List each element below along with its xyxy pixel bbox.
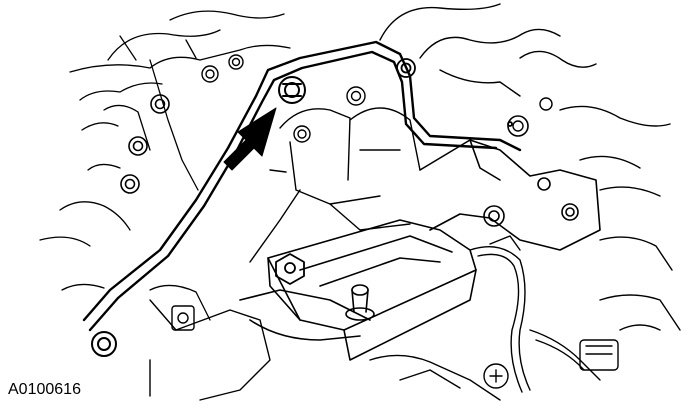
bolt-left-top [201,54,244,83]
module-bolt-left [275,253,305,285]
bolt-left-upper [150,94,170,114]
control-module [239,219,477,361]
engine-block-left [39,10,291,321]
lower-assembly [149,294,681,401]
bolt-lower-left [91,331,117,357]
module-stud [345,284,375,321]
wiring-harness [469,235,619,393]
bolt-upper-right [396,58,513,127]
bolt-left-lower [120,174,140,194]
figure-reference-code: A0100616 [6,380,83,400]
cover-inner-ribs [249,86,421,263]
target-bolt [278,76,306,104]
mounting-bracket [419,139,601,251]
upper-housing [379,3,673,271]
front-cover-outline [82,40,522,332]
arrow-icon [223,107,277,171]
bolt-left-middle [128,136,148,156]
